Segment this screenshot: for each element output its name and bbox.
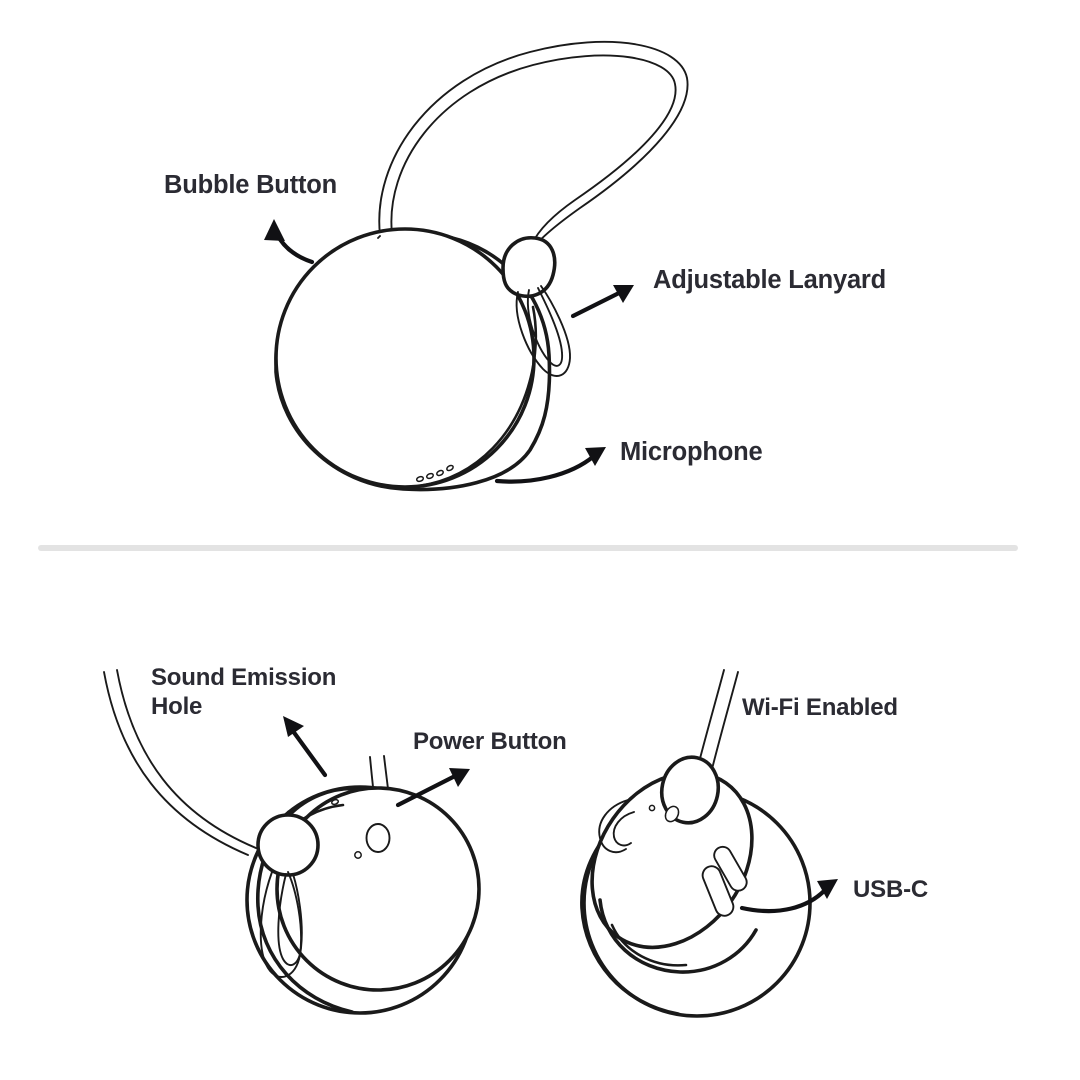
callout-label-power-button: Power Button <box>413 728 567 755</box>
cord-bead-front <box>501 236 557 299</box>
microphone-arrow <box>494 447 606 484</box>
adjustable-lanyard-arrow <box>570 285 634 319</box>
sound-emission-holes <box>330 798 362 859</box>
device-back-face <box>275 786 481 992</box>
usb-c-port <box>701 845 748 917</box>
device-side-face-details <box>648 804 680 823</box>
lanyard-tail-loop-front <box>515 285 571 377</box>
device-side-depth-inner <box>610 923 688 967</box>
lanyard-tail-loop-back <box>259 871 303 978</box>
callout-label-bubble-button: Bubble Button <box>164 171 338 199</box>
microphone-holes-front <box>415 464 454 483</box>
callout-label-wifi-enabled: Wi-Fi Enabled <box>742 694 898 721</box>
lanyard-tail-loop-side <box>598 799 629 854</box>
cord-bead-back <box>256 813 320 877</box>
lanyard-tail-loop-side-inner <box>612 811 635 847</box>
device-front-face <box>274 227 536 489</box>
cord-anchor-left <box>377 235 381 239</box>
callout-arrows-top <box>264 219 634 484</box>
sound-emission-hole-arrow <box>283 716 328 778</box>
callout-label-usb-c: USB-C <box>853 876 928 903</box>
lanyard-cord-back <box>103 669 257 856</box>
lanyard-loop-front <box>378 40 689 253</box>
power-button-arrow <box>395 768 470 808</box>
section-divider <box>38 545 1018 551</box>
lanyard-cord-side-top <box>696 669 739 774</box>
callout-label-microphone: Microphone <box>620 438 763 466</box>
bubble-button-arrow <box>264 219 315 265</box>
callout-arrows-bottom-left <box>283 716 470 808</box>
callout-label-sound-emission-hole: Sound Emission Hole <box>151 664 337 721</box>
callout-arrows-bottom-right <box>739 879 838 914</box>
callout-label-adjustable-lanyard: Adjustable Lanyard <box>653 266 887 294</box>
device-rim-crescent <box>417 305 538 488</box>
usb-c-arrow <box>739 879 838 914</box>
power-button-oval <box>365 823 391 853</box>
device-back-inner-arc <box>288 787 358 817</box>
front-view-illustration <box>274 40 689 492</box>
back-view-illustration <box>103 669 481 1015</box>
device-side-depth-band <box>598 898 758 974</box>
side-view-illustration <box>580 669 812 1018</box>
